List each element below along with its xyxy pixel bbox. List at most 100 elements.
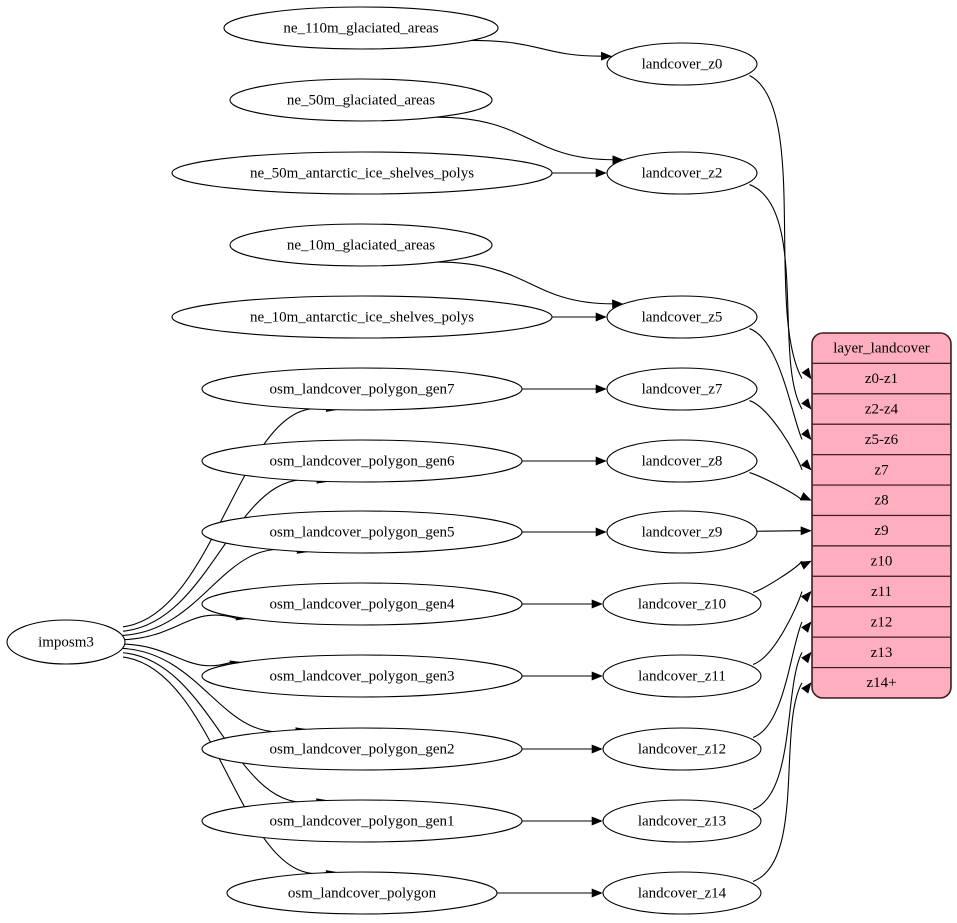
node-landcover-z14[interactable]: landcover_z14: [602, 871, 762, 915]
edge-ne-50m-antarctic-ice-shelves-polys-to-landcover-z2: [552, 168, 607, 178]
node-label: landcover_z8: [642, 453, 723, 469]
edge-ne-10m-antarctic-ice-shelves-polys-to-landcover-z5: [552, 312, 607, 322]
node-shape: [6, 619, 126, 665]
arrowhead: [591, 671, 603, 681]
node-landcover-z11[interactable]: landcover_z11: [602, 654, 762, 698]
table-row-label-z8: z8: [874, 493, 888, 509]
arrowhead: [595, 168, 607, 178]
edge-landcover-z11-to-z11: [752, 590, 812, 665]
edge-path: [752, 621, 803, 738]
arrowhead: [800, 590, 812, 603]
node-landcover-z12[interactable]: landcover_z12: [602, 727, 762, 771]
node-imposm3[interactable]: imposm3: [6, 619, 126, 665]
edge-landcover-z9-to-z9: [756, 526, 812, 536]
node-osm-landcover-polygon-gen7[interactable]: osm_landcover_polygon_gen7: [201, 367, 523, 411]
node-label: ne_10m_antarctic_ice_shelves_polys: [250, 309, 474, 325]
arrowhead: [591, 888, 603, 898]
node-shape: [602, 871, 762, 915]
table-row-label-z9: z9: [874, 523, 888, 539]
arrowhead: [601, 51, 613, 61]
node-landcover-z9[interactable]: landcover_z9: [606, 510, 758, 554]
edge-osm-landcover-polygon-to-landcover-z14: [497, 888, 603, 898]
edge-landcover-z12-to-z12: [752, 621, 812, 738]
table-row-label-z14: z14+: [866, 675, 896, 691]
node-ne-10m-antarctic-ice-shelves-polys[interactable]: ne_10m_antarctic_ice_shelves_polys: [171, 295, 553, 339]
layer-landcover-table[interactable]: layer_landcoverz0-z1z2-z4z5-z6z7z8z9z10z…: [811, 332, 952, 699]
table-row-cell[interactable]: [812, 606, 951, 638]
node-osm-landcover-polygon-gen2[interactable]: osm_landcover_polygon_gen2: [201, 727, 523, 771]
arrowhead: [800, 526, 812, 536]
edge-landcover-z10-to-z10: [752, 560, 812, 593]
node-label: osm_landcover_polygon_gen1: [270, 813, 455, 829]
node-shape: [606, 42, 758, 86]
edge-osm-landcover-polygon-gen1-to-landcover-z13: [522, 816, 603, 826]
arrowhead: [800, 459, 812, 471]
node-ne-110m-glaciated-areas[interactable]: ne_110m_glaciated_areas: [223, 6, 499, 50]
node-osm-landcover-polygon-gen6[interactable]: osm_landcover_polygon_gen6: [201, 439, 523, 483]
node-label: landcover_z13: [638, 813, 726, 829]
edge-imposm3-to-osm-landcover-polygon-gen4: [122, 611, 248, 641]
table-row-cell[interactable]: [812, 545, 951, 577]
table-header-label: layer_landcover: [833, 341, 930, 357]
arrowhead: [801, 682, 812, 694]
edge-osm-landcover-polygon-gen3-to-landcover-z11: [522, 671, 603, 681]
edge-path: [122, 614, 238, 641]
node-osm-landcover-polygon-gen1[interactable]: osm_landcover_polygon_gen1: [201, 799, 523, 843]
node-landcover-z8[interactable]: landcover_z8: [606, 439, 758, 483]
edge-landcover-z8-to-z8: [749, 472, 812, 501]
edge-osm-landcover-polygon-gen5-to-landcover-z9: [522, 527, 607, 537]
arrowhead: [799, 560, 812, 570]
edge-landcover-z0-to-z0-z1: [749, 75, 812, 380]
arrowhead: [595, 384, 607, 394]
node-osm-landcover-polygon[interactable]: osm_landcover_polygon: [226, 871, 498, 915]
table-row-cell[interactable]: [812, 666, 951, 698]
node-osm-landcover-polygon-gen3[interactable]: osm_landcover_polygon_gen3: [201, 654, 523, 698]
node-shape: [201, 582, 523, 626]
edge-path: [752, 652, 803, 810]
node-shape: [229, 223, 493, 267]
table-row-cell[interactable]: [812, 514, 951, 547]
table-row-cell[interactable]: [812, 423, 951, 456]
node-landcover-z7[interactable]: landcover_z7: [606, 367, 758, 411]
node-label: landcover_z12: [638, 741, 726, 757]
node-ne-50m-antarctic-ice-shelves-polys[interactable]: ne_50m_antarctic_ice_shelves_polys: [171, 151, 553, 195]
node-shape: [606, 367, 758, 411]
node-landcover-z2[interactable]: landcover_z2: [606, 151, 758, 195]
node-landcover-z13[interactable]: landcover_z13: [602, 799, 762, 843]
node-shape: [201, 439, 523, 483]
table-row-label-z10: z10: [871, 554, 893, 570]
edge-path: [749, 472, 803, 501]
node-label: ne_110m_glaciated_areas: [283, 20, 438, 36]
edge-path: [437, 261, 614, 305]
node-label: imposm3: [38, 634, 94, 650]
edge-path: [749, 184, 803, 410]
edge-path: [752, 591, 803, 665]
node-label: landcover_z5: [642, 309, 723, 325]
table-row-label-z11: z11: [871, 584, 892, 600]
node-shape: [201, 799, 523, 843]
node-ne-10m-glaciated-areas[interactable]: ne_10m_glaciated_areas: [229, 223, 493, 267]
arrowhead: [801, 367, 812, 380]
node-label: osm_landcover_polygon_gen3: [270, 668, 455, 684]
node-ne-50m-glaciated-areas[interactable]: ne_50m_glaciated_areas: [229, 78, 493, 122]
node-label: landcover_z9: [642, 524, 723, 540]
edge-path: [122, 407, 328, 628]
edge-path: [756, 530, 803, 532]
node-label: osm_landcover_polygon_gen7: [270, 381, 455, 397]
edge-path: [471, 39, 603, 57]
node-osm-landcover-polygon-gen4[interactable]: osm_landcover_polygon_gen4: [201, 582, 523, 626]
node-landcover-z5[interactable]: landcover_z5: [606, 295, 758, 339]
node-shape: [229, 78, 493, 122]
node-shape: [606, 439, 758, 483]
node-landcover-z0[interactable]: landcover_z0: [606, 42, 758, 86]
node-landcover-z10[interactable]: landcover_z10: [602, 582, 762, 626]
arrowhead: [801, 398, 812, 410]
node-osm-landcover-polygon-gen5[interactable]: osm_landcover_polygon_gen5: [201, 510, 523, 554]
arrowhead: [801, 621, 812, 633]
node-label: landcover_z14: [638, 885, 727, 901]
arrowhead: [801, 428, 812, 441]
node-shape: [201, 510, 523, 554]
table-row-cell[interactable]: [812, 484, 951, 517]
edge-path: [122, 652, 319, 803]
